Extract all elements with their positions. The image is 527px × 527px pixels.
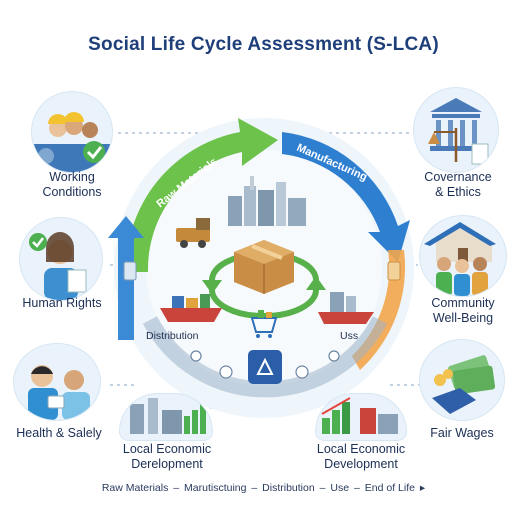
flow-step-distribution: Distribution bbox=[262, 482, 315, 494]
bottom-ring bbox=[142, 316, 388, 398]
flow-separator: – bbox=[173, 482, 180, 494]
can-icon bbox=[387, 261, 401, 281]
health-safety-illustration bbox=[14, 344, 100, 420]
factory-skyline bbox=[228, 176, 306, 226]
use-label: Uss bbox=[340, 330, 359, 342]
flow-end-arrow-icon: ▸ bbox=[419, 482, 426, 494]
community-label: Community Well-Being bbox=[431, 296, 495, 325]
lifecycle-flow: Raw Materials – Marutisctuing – Distribu… bbox=[0, 482, 527, 494]
ship-left bbox=[160, 294, 222, 322]
human-rights-label: Human Rights bbox=[22, 296, 102, 310]
local-economic-dev-left-illustration bbox=[120, 394, 212, 440]
flow-step-use: Use bbox=[330, 482, 350, 494]
bottle-icon bbox=[123, 261, 137, 281]
local-economic-dev-right-illustration bbox=[316, 394, 406, 440]
human-rights-illustration bbox=[20, 218, 102, 300]
health-safety-label: Health & Salely bbox=[16, 426, 102, 440]
flow-separator: – bbox=[319, 482, 326, 494]
bottom-ring-icons bbox=[190, 350, 340, 379]
community-illustration bbox=[420, 216, 506, 296]
governance-label: Covernance & Ethics bbox=[424, 170, 492, 199]
distribution-label: Distribution bbox=[146, 330, 199, 342]
local-economic-dev-right-label: Local Economic Development bbox=[316, 442, 406, 471]
flow-step-end-of-life: End of Life bbox=[364, 482, 415, 494]
flow-separator: – bbox=[251, 482, 258, 494]
local-economic-dev-left-label: Local Economic Derelopment bbox=[122, 442, 212, 471]
shopping-cart-icon bbox=[250, 310, 278, 338]
ship-right bbox=[318, 292, 374, 324]
fair-wages-label: Fair Wages bbox=[430, 426, 494, 440]
working-conditions-illustration bbox=[32, 92, 112, 172]
page-title: Social Life Cycle Assessment (S-LCA) bbox=[88, 34, 439, 55]
working-conditions-label: Working Conditions bbox=[42, 170, 102, 199]
fair-wages-illustration bbox=[420, 340, 504, 420]
flow-separator: – bbox=[354, 482, 360, 494]
blue-cycle-arrow bbox=[282, 132, 410, 262]
governance-illustration bbox=[414, 88, 498, 172]
recycle-icon bbox=[248, 350, 282, 384]
flow-step-raw-materials: Raw Materials bbox=[101, 482, 169, 494]
cardboard-box bbox=[234, 240, 294, 294]
excavator bbox=[176, 218, 210, 248]
flow-step-manufacturing: Marutisctuing bbox=[184, 482, 247, 494]
green-cycle-arrow bbox=[125, 118, 278, 272]
